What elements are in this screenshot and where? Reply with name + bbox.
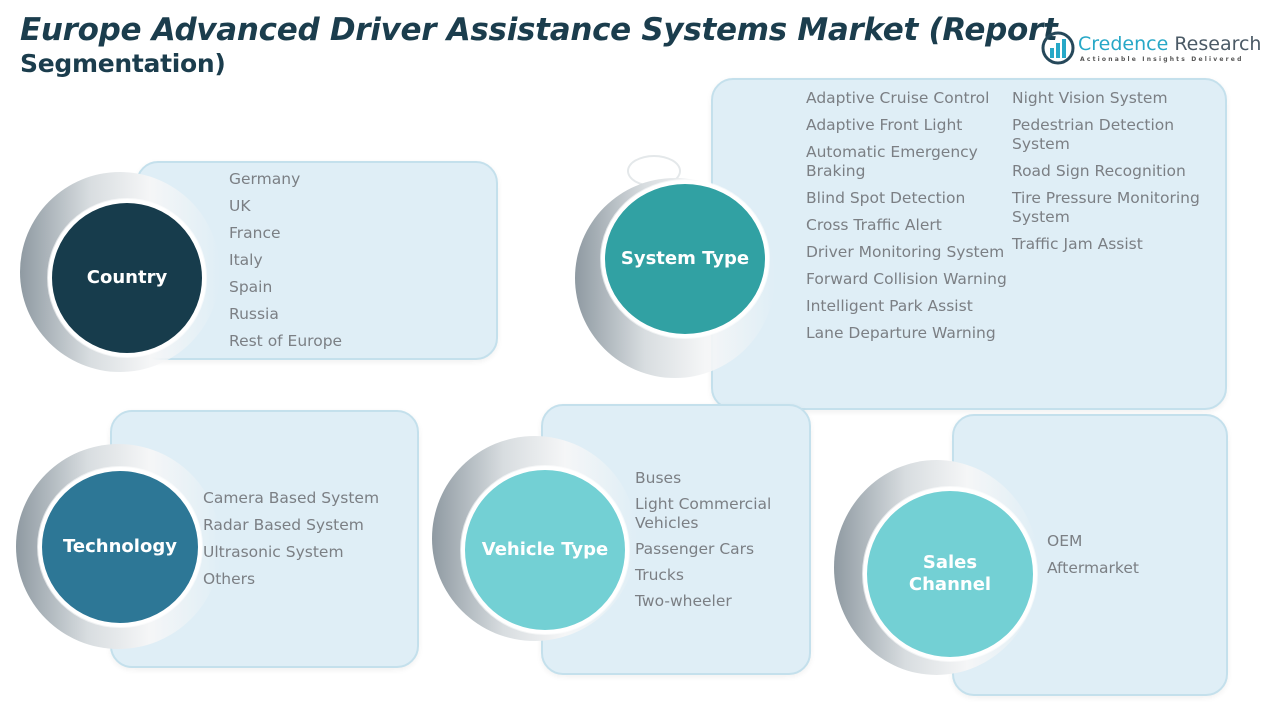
logo-tagline: Actionable Insights Delivered: [1080, 56, 1244, 63]
list-item: Buses: [635, 469, 682, 487]
system-type-segment-circle: System Type: [601, 180, 769, 338]
sales-channel-label-line-1: Sales: [922, 551, 978, 573]
list-item: Tire Pressure Monitoring System: [1012, 189, 1200, 226]
list-item: Intelligent Park Assist: [806, 297, 973, 315]
title-line-1: Europe Advanced Driver Assistance System…: [20, 12, 1058, 48]
list-item: Adaptive Cruise Control: [806, 89, 990, 107]
logo-name-research: Research: [1168, 33, 1262, 55]
sales-channel-items-list: OEM Aftermarket: [1047, 528, 1139, 582]
logo-name-credence: Credence: [1078, 33, 1169, 55]
list-item: Russia: [229, 305, 279, 323]
vehicle-type-label: Vehicle Type: [481, 538, 609, 560]
list-item: Traffic Jam Assist: [1012, 235, 1143, 253]
list-item: Adaptive Front Light: [806, 116, 963, 134]
bar-chart-logo-icon: [1041, 31, 1075, 65]
system-type-items-col-2: Night Vision System Pedestrian Detection…: [1012, 89, 1202, 262]
list-item: Aftermarket: [1047, 559, 1139, 577]
list-item: France: [229, 224, 281, 242]
list-item: OEM: [1047, 532, 1083, 550]
vehicle-type-items-list: Buses Light Commercial Vehicles Passenge…: [635, 469, 785, 619]
list-item: Pedestrian Detection System: [1012, 116, 1175, 153]
system-type-label: System Type: [620, 247, 750, 269]
system-type-segment-box: [711, 78, 1227, 410]
list-item: Forward Collision Warning: [806, 270, 1007, 288]
list-item: Others: [203, 570, 256, 588]
credence-research-logo: Credence Research Actionable Insights De…: [1040, 30, 1261, 70]
list-item: Radar Based System: [203, 516, 364, 534]
sales-channel-label-line-2: Channel: [908, 574, 992, 595]
list-item: Lane Departure Warning: [806, 324, 996, 342]
list-item: Germany: [229, 170, 301, 188]
list-item: UK: [229, 197, 251, 215]
title-line-2: Segmentation): [20, 48, 226, 78]
logo-name: Credence Research: [1078, 33, 1261, 55]
technology-items-list: Camera Based System Radar Based System U…: [203, 485, 379, 593]
technology-label: Technology: [63, 535, 177, 557]
country-segment-circle: Country: [48, 199, 206, 357]
country-label: Country: [86, 266, 168, 288]
list-item: Automatic Emergency Braking: [806, 143, 978, 180]
list-item: Trucks: [635, 566, 684, 584]
list-item: Italy: [229, 251, 263, 269]
list-item: Ultrasonic System: [203, 543, 344, 561]
list-item: Road Sign Recognition: [1012, 162, 1186, 180]
list-item: Spain: [229, 278, 273, 296]
list-item: Two-wheeler: [635, 592, 732, 610]
list-item: Rest of Europe: [229, 332, 343, 350]
list-item: Cross Traffic Alert: [806, 216, 942, 234]
list-item: Driver Monitoring System: [806, 243, 1005, 261]
country-items-list: Germany UK France Italy Spain Russia Res…: [229, 166, 342, 355]
vehicle-type-segment-circle: Vehicle Type: [461, 466, 629, 634]
list-item: Camera Based System: [203, 489, 380, 507]
list-item: Night Vision System: [1012, 89, 1168, 107]
page-title: Europe Advanced Driver Assistance System…: [20, 12, 1058, 78]
list-item: Passenger Cars: [635, 540, 755, 558]
technology-segment-circle: Technology: [38, 467, 202, 627]
list-item: Blind Spot Detection: [806, 189, 966, 207]
list-item: Light Commercial Vehicles: [635, 495, 772, 532]
system-type-items-col-1: Adaptive Cruise Control Adaptive Front L…: [806, 89, 1011, 351]
